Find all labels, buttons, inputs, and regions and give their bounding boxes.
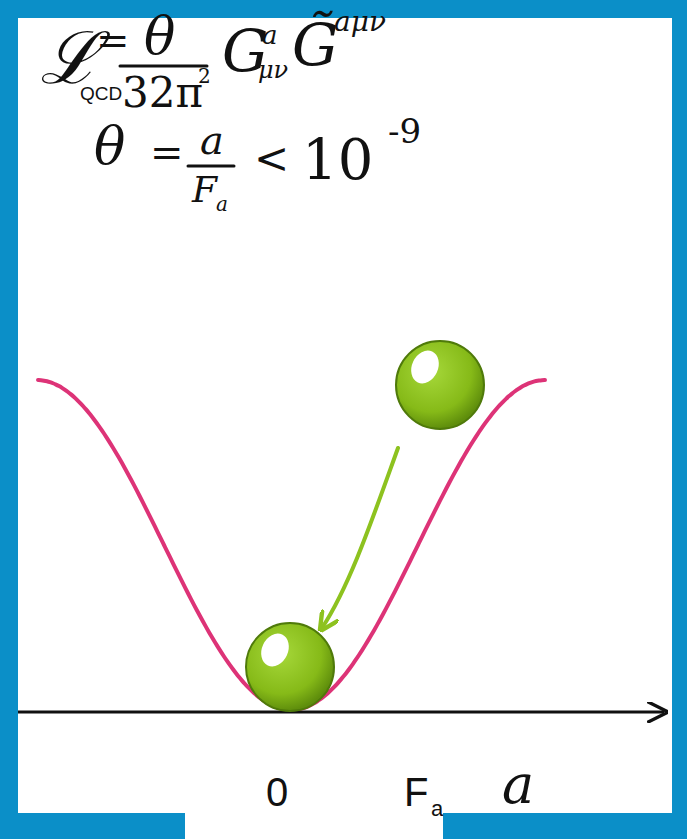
numerator: θ — [144, 10, 175, 62]
superscript: a — [262, 22, 278, 48]
axis-tick-label: F — [404, 772, 428, 812]
equals-sign: = — [96, 20, 130, 60]
equals-sign: = — [150, 132, 184, 172]
ball — [396, 341, 484, 429]
subscript: a — [431, 798, 443, 820]
bound-value: 10 — [302, 132, 373, 188]
numerator: a — [200, 120, 224, 160]
roll-arrow — [322, 448, 398, 628]
white-panel — [18, 18, 672, 813]
less-than-sign: < — [254, 138, 289, 180]
fraction-bar — [188, 165, 234, 168]
superscript: aμν — [334, 8, 386, 36]
axis-label: a — [502, 758, 534, 812]
denominator: F — [192, 172, 217, 208]
subscript: QCD — [80, 84, 122, 103]
superscript: 2 — [198, 66, 211, 86]
subscript: μν — [258, 58, 288, 82]
theta-symbol: θ — [94, 120, 125, 172]
dual-field-strength: G̃ — [292, 16, 338, 74]
exponent: -9 — [388, 114, 421, 148]
axis-tick-label: 0 — [266, 772, 288, 812]
denominator: 32π — [122, 72, 203, 114]
axis — [18, 711, 664, 714]
label-patch — [185, 745, 443, 839]
ball — [246, 623, 334, 711]
fraction-bar — [120, 65, 207, 68]
subscript: a — [216, 194, 228, 214]
